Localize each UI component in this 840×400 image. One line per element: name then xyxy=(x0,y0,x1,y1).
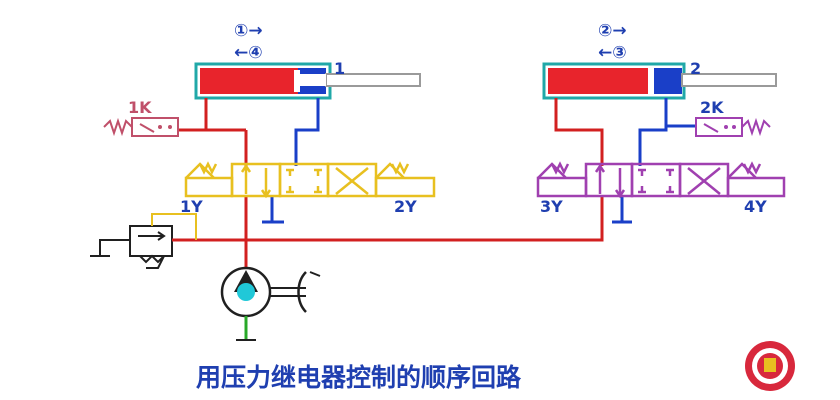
cylinder-2 xyxy=(542,62,777,100)
directional-valve-left xyxy=(184,161,436,199)
cylinder-1 xyxy=(194,62,421,100)
pump-icon xyxy=(220,266,272,341)
solenoid-1y-label: 1Y xyxy=(180,197,203,216)
cylinder-1-label: 1 xyxy=(334,59,345,78)
pressure-switch-2k xyxy=(666,117,771,137)
solenoid-2y-label: 2Y xyxy=(394,197,417,216)
right-return-lines xyxy=(612,98,668,224)
solenoid-3y-label: 3Y xyxy=(540,197,563,216)
cylinder-1-seq-return: ←④ xyxy=(234,43,263,63)
cylinder-2-seq-return: ←③ xyxy=(598,43,627,63)
directional-valve-right xyxy=(536,161,786,199)
motor-icon xyxy=(270,271,321,313)
right-pressure-lines xyxy=(554,98,604,166)
pressure-switch-1k-label: 1K xyxy=(128,98,152,117)
pressure-switch-2k-label: 2K xyxy=(700,98,724,117)
solenoid-4y-label: 4Y xyxy=(744,197,767,216)
pressure-switch-1k xyxy=(103,117,206,137)
cylinder-2-seq-forward: ②→ xyxy=(598,21,627,41)
left-return-lines xyxy=(262,98,320,224)
diagram-title: 用压力继电器控制的顺序回路 xyxy=(196,363,522,392)
logo-seal-icon xyxy=(745,341,795,391)
cylinder-1-seq-forward: ①→ xyxy=(234,21,263,41)
cylinder-2-label: 2 xyxy=(690,59,701,78)
relief-valve xyxy=(90,213,246,269)
